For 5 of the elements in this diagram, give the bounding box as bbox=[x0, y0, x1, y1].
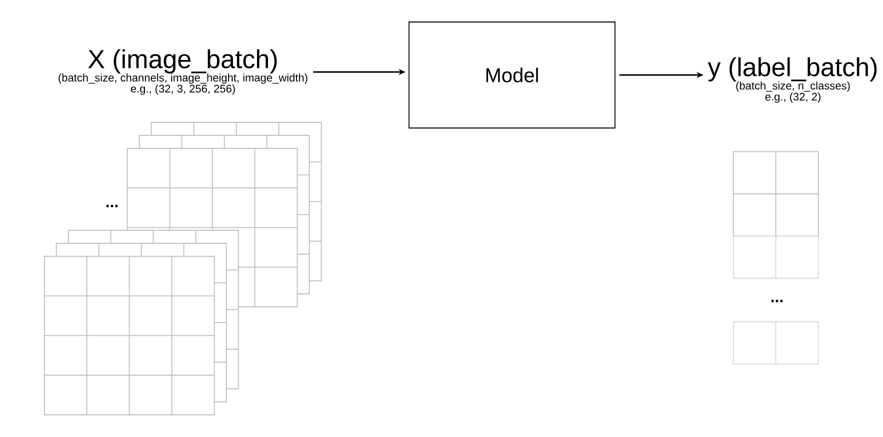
node-label: X (image_batch) (batch_size, channels, image_height, image_width) e.g., (32, 3, 256, 256) bbox=[58, 49, 308, 95]
node-label: y (label_batch) (batch_size, n_classes) e.g., (32, 2) bbox=[708, 57, 877, 103]
ellipsis: ... bbox=[106, 204, 118, 208]
model-box: Model bbox=[408, 22, 616, 128]
ellipsis: ... bbox=[771, 300, 783, 302]
